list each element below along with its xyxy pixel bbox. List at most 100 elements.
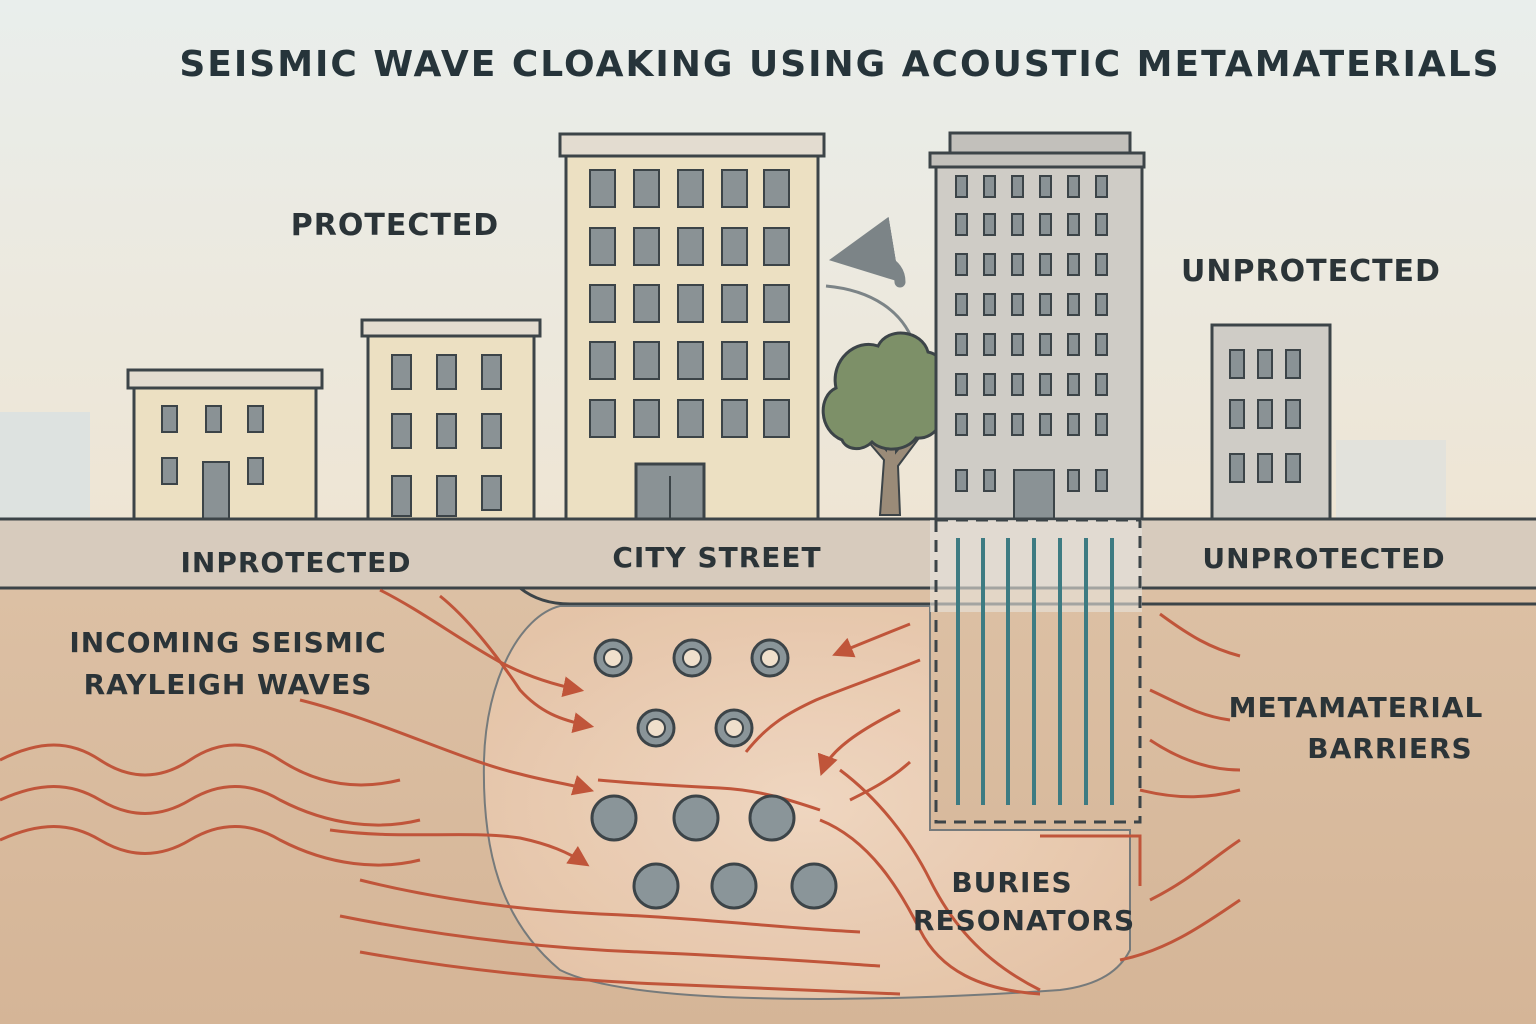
window [721, 399, 748, 438]
window [1011, 293, 1024, 316]
window [763, 399, 790, 438]
window [1095, 469, 1108, 492]
window [1067, 293, 1080, 316]
window [1011, 413, 1024, 436]
window [983, 253, 996, 276]
window [1067, 373, 1080, 396]
window [589, 341, 616, 380]
solid-resonator [748, 794, 796, 842]
window [763, 169, 790, 208]
window [721, 169, 748, 208]
window [1067, 175, 1080, 198]
window [677, 399, 704, 438]
label-resonators-line2: RESONATORS [913, 904, 1135, 937]
window [1011, 175, 1024, 198]
label-unprotected-street: UNPROTECTED [1202, 542, 1445, 575]
window [1039, 413, 1052, 436]
window [983, 213, 996, 236]
window [1095, 373, 1108, 396]
window [955, 469, 968, 492]
window [763, 284, 790, 323]
street [0, 518, 1536, 588]
window [1067, 333, 1080, 356]
title: SEISMIC WAVE CLOAKING USING ACOUSTIC MET… [179, 44, 1500, 85]
resonator-bracket [1040, 834, 1142, 886]
window [1067, 253, 1080, 276]
buried-resonators [590, 638, 838, 910]
window [1067, 213, 1080, 236]
window [677, 169, 704, 208]
window [763, 341, 790, 380]
window [1067, 469, 1080, 492]
window [1039, 253, 1052, 276]
label-metamaterial-line2: BARRIERS [1307, 732, 1472, 765]
window [589, 169, 616, 208]
window [983, 293, 996, 316]
window [1039, 333, 1052, 356]
label-unprotected-sky: UNPROTECTED [1181, 254, 1441, 289]
window [763, 227, 790, 266]
window [955, 333, 968, 356]
label-incoming-waves-line2: RAYLEIGH WAVES [84, 668, 373, 701]
protected-building-medium [360, 318, 542, 522]
window [1067, 413, 1080, 436]
protected-building-tall [558, 132, 826, 522]
window [983, 413, 996, 436]
unprotected-building-small [1210, 323, 1332, 522]
window [1095, 253, 1108, 276]
faint-background-building-left [0, 412, 90, 520]
window [955, 253, 968, 276]
window [1039, 293, 1052, 316]
window [983, 333, 996, 356]
window [721, 341, 748, 380]
window [1011, 333, 1024, 356]
window [633, 284, 660, 323]
label-incoming-waves-line1: INCOMING SEISMIC [69, 626, 386, 659]
window [1095, 213, 1108, 236]
hollow-resonator-inner [760, 648, 780, 668]
solid-resonator [590, 794, 638, 842]
window [1095, 175, 1108, 198]
window [589, 227, 616, 266]
window [633, 399, 660, 438]
window [983, 175, 996, 198]
window [633, 227, 660, 266]
window [677, 284, 704, 323]
window [677, 227, 704, 266]
solid-resonator [790, 862, 838, 910]
window [1039, 175, 1052, 198]
hollow-resonator-inner [724, 718, 744, 738]
window [721, 284, 748, 323]
faint-background-building-right [1336, 440, 1446, 520]
label-metamaterial-line1: METAMATERIAL [1229, 691, 1484, 724]
label-city-street: CITY STREET [612, 541, 821, 574]
window [677, 341, 704, 380]
window [955, 293, 968, 316]
window [983, 373, 996, 396]
window [955, 213, 968, 236]
hollow-resonator-inner [603, 648, 623, 668]
hollow-resonator-inner [646, 718, 666, 738]
label-resonators-line1: BURIES [951, 866, 1072, 899]
protected-building-small [126, 368, 324, 522]
metamaterial-barrier [930, 518, 1142, 824]
unprotected-building-tall [928, 131, 1146, 522]
hollow-resonator-inner [682, 648, 702, 668]
tree [821, 331, 948, 516]
seismic-waves [0, 588, 1241, 996]
window [721, 227, 748, 266]
window [1011, 373, 1024, 396]
window [983, 469, 996, 492]
solid-resonator [632, 862, 680, 910]
cloak-zone-top-edge [519, 586, 1536, 606]
window [589, 284, 616, 323]
window [955, 175, 968, 198]
window [1095, 333, 1108, 356]
window [955, 413, 968, 436]
window [589, 399, 616, 438]
window [633, 169, 660, 208]
window [633, 341, 660, 380]
solid-resonator [672, 794, 720, 842]
window [1039, 213, 1052, 236]
